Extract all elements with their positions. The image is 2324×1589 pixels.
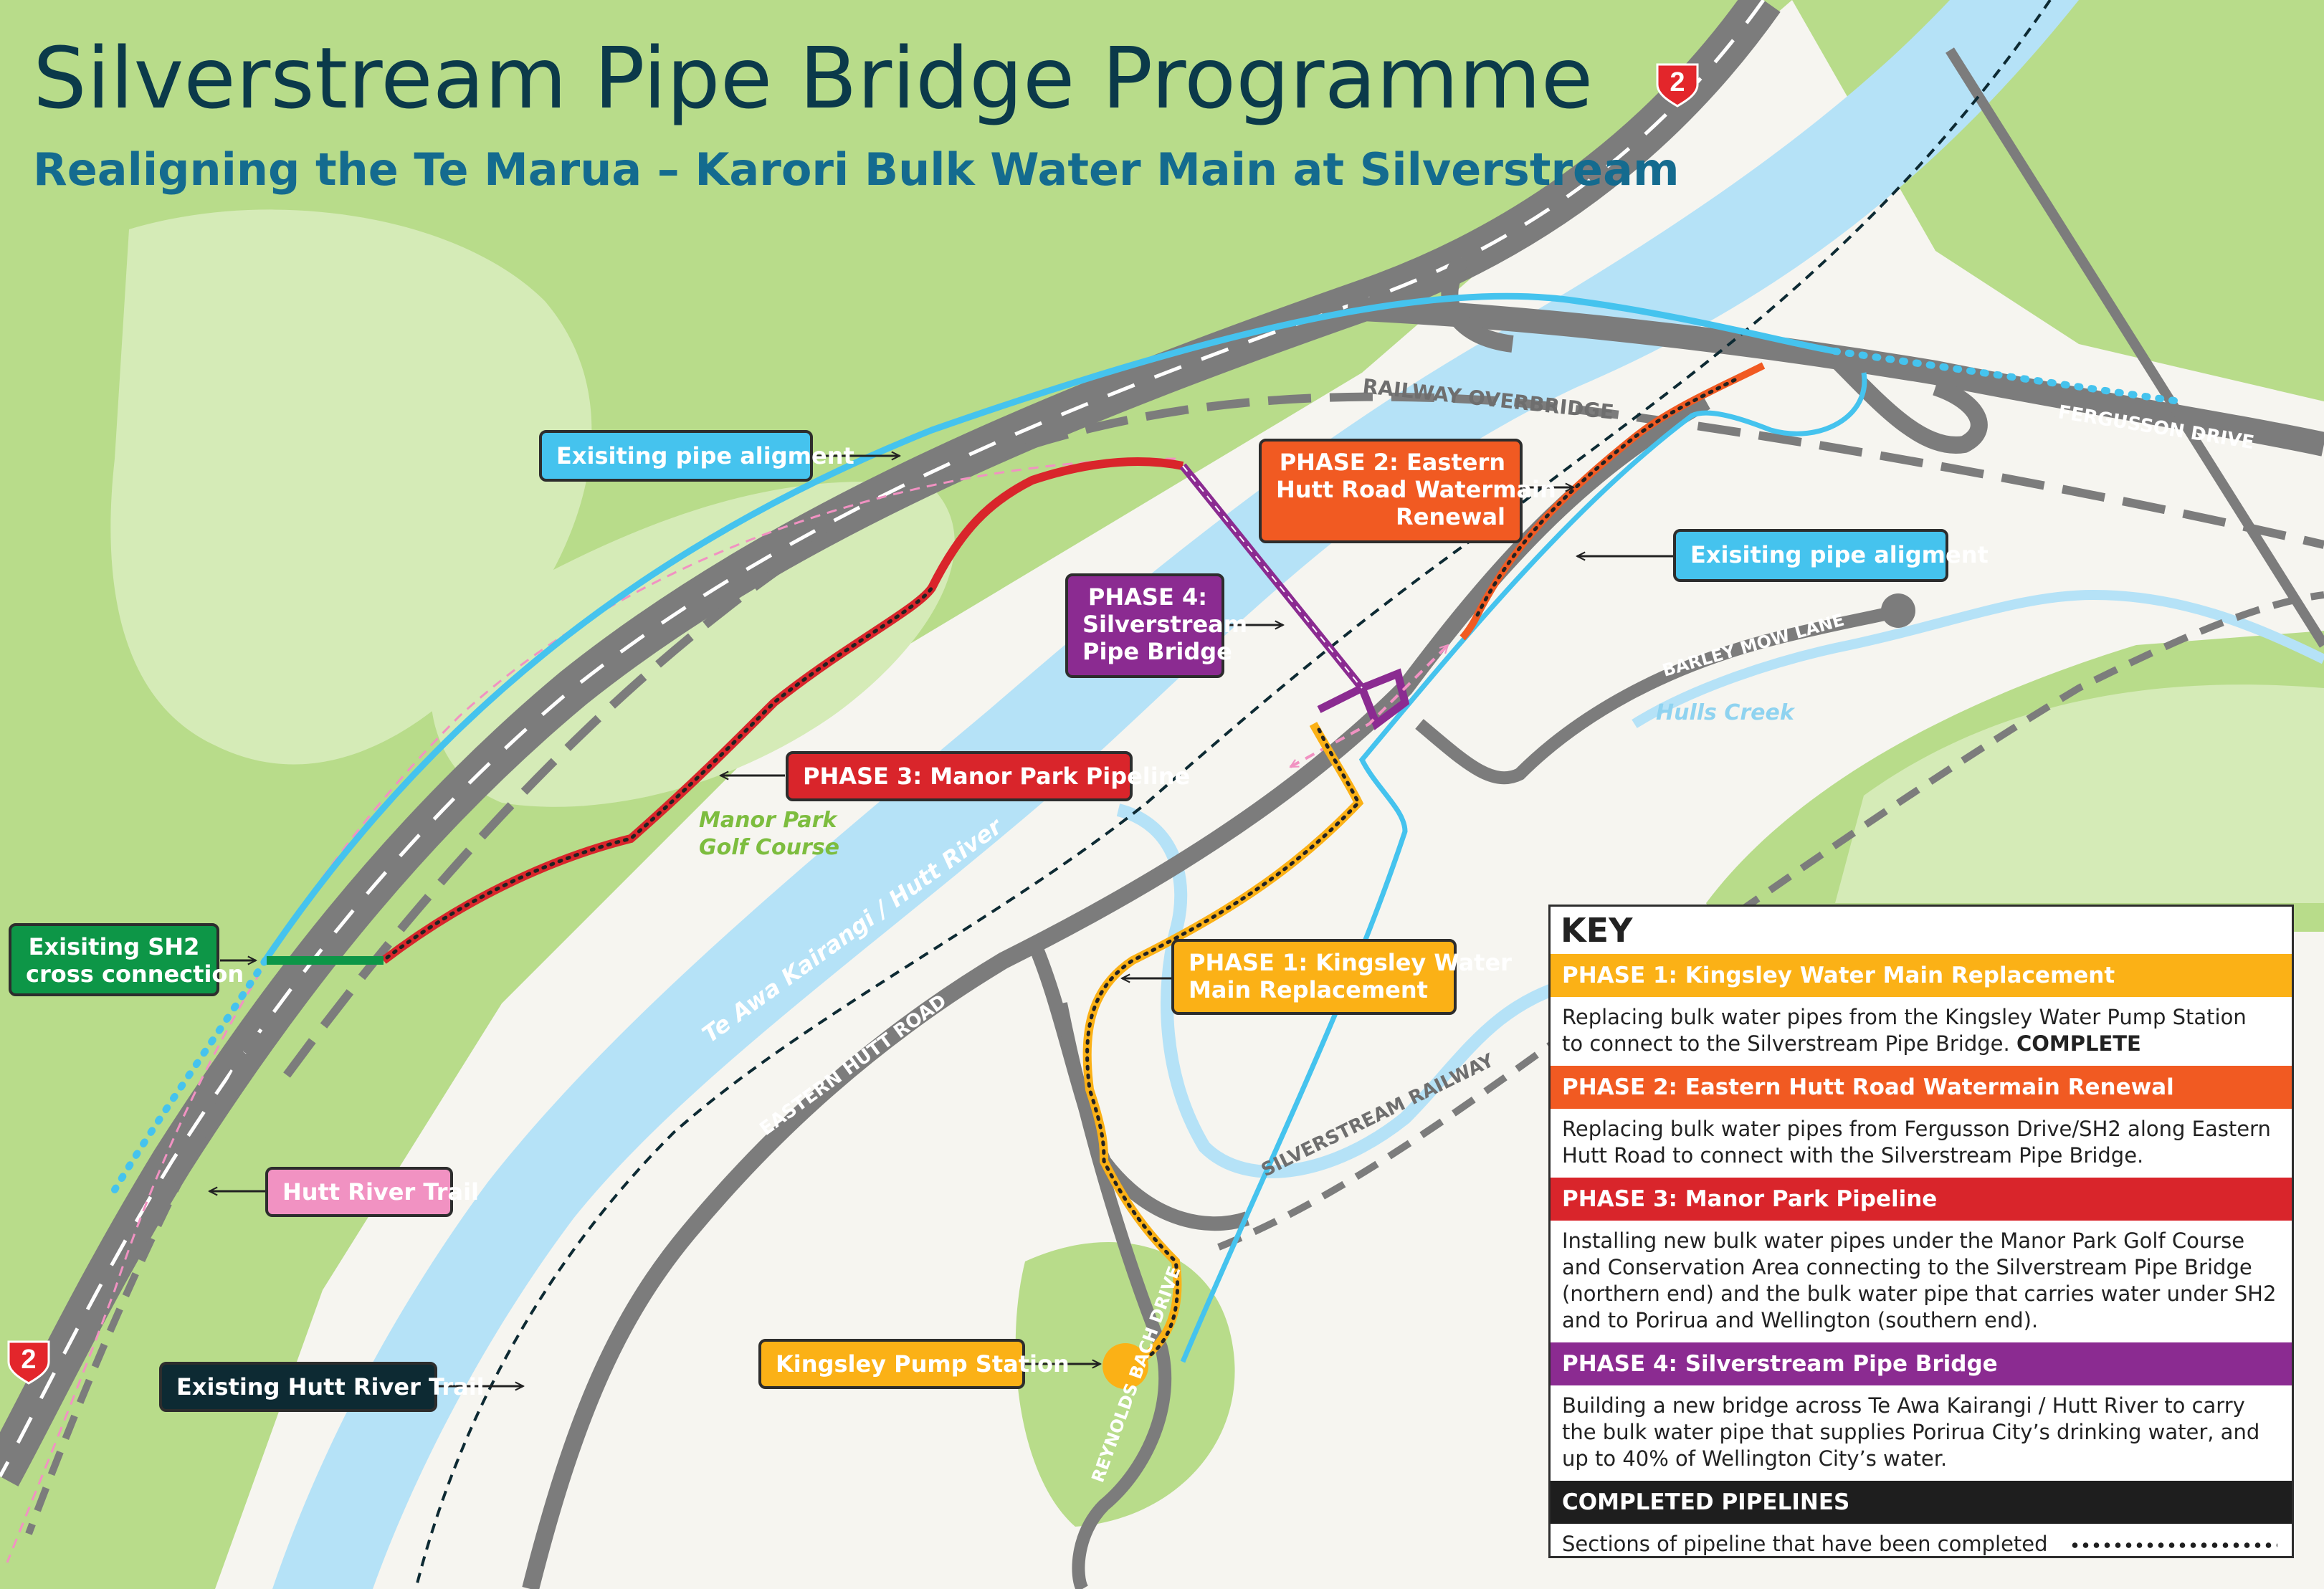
sh2-shield-south-label: 2 bbox=[21, 1345, 36, 1375]
callout-existing-trail-text: Existing Hutt River Trail bbox=[176, 1373, 485, 1400]
barley-mow-lane-end bbox=[1881, 593, 1915, 628]
callout-phase1-line1: PHASE 1: Kingsley Water bbox=[1189, 949, 1512, 976]
key-phase3-desc-line3: (northern end) and the bulk water pipe t… bbox=[1562, 1282, 2277, 1306]
key-phase3-desc-line2: and Conservation Area connecting to the … bbox=[1562, 1255, 2252, 1279]
key-phase3-heading: PHASE 3: Manor Park Pipeline bbox=[1551, 1178, 2292, 1221]
callout-phase3-text: PHASE 3: Manor Park Pipeline bbox=[803, 763, 1191, 790]
existing-pipe-dotted-east bbox=[1832, 348, 2183, 405]
key-phase2-desc-line1: Replacing bulk water pipes from Fergusso… bbox=[1562, 1117, 2271, 1141]
callout-phase2-line3: Renewal bbox=[1396, 503, 1505, 530]
key-phase1-desc: Replacing bulk water pipes from the King… bbox=[1551, 997, 2292, 1066]
callout-hutt-river-trail-text: Hutt River Trail bbox=[282, 1178, 480, 1206]
railway-silverstream bbox=[1217, 591, 2324, 1251]
callout-existing-pipe-left-text: Exisiting pipe aligment bbox=[556, 442, 854, 469]
key-phase4-desc-line1: Building a new bridge across Te Awa Kair… bbox=[1562, 1393, 2245, 1418]
phase3-completed-dots bbox=[385, 586, 934, 960]
key-completed-desc: Sections of pipeline that have been comp… bbox=[1551, 1524, 2292, 1566]
callout-existing-pipe-right: Exisiting pipe aligment bbox=[1673, 529, 1989, 582]
callout-kingsley-pump-station: Kingsley Pump Station bbox=[758, 1339, 1070, 1389]
hulls-creek-label: Hulls Creek bbox=[1656, 700, 1796, 725]
phase1-completed-dots bbox=[1085, 727, 1361, 1364]
existing-pipe-alignment bbox=[262, 292, 1836, 963]
map-key: KEY PHASE 1: Kingsley Water Main Replace… bbox=[1548, 905, 2294, 1558]
key-phase1-desc-line2-text: to connect to the Silverstream Pipe Brid… bbox=[1562, 1031, 2016, 1056]
railway-north bbox=[283, 392, 2324, 1078]
sh2-shield-north: 2 bbox=[1656, 63, 1699, 108]
callout-phase3: PHASE 3: Manor Park Pipeline bbox=[786, 751, 1190, 801]
key-phase4-desc-line2: the bulk water pipe that supplies Poriru… bbox=[1562, 1420, 2260, 1444]
sh2-shield-south: 2 bbox=[7, 1340, 50, 1385]
key-completed-desc-text: Sections of pipeline that have been comp… bbox=[1562, 1532, 2048, 1556]
barley-mow-lane bbox=[1415, 604, 1902, 785]
callout-phase2: PHASE 2: Eastern Hutt Road Watermain Ren… bbox=[1259, 439, 1556, 543]
key-title: KEY bbox=[1561, 911, 1633, 950]
key-phase3-desc-line1: Installing new bulk water pipes under th… bbox=[1562, 1228, 2245, 1253]
callout-sh2-line1: Exisiting SH2 bbox=[28, 933, 200, 960]
reynolds-bach-drive bbox=[1054, 1002, 1172, 1589]
fergusson-drive bbox=[1347, 296, 2324, 457]
callout-hutt-river-trail: Hutt River Trail bbox=[265, 1167, 479, 1217]
key-phase2-desc-line2: Hutt Road to connect with the Silverstre… bbox=[1562, 1143, 2144, 1168]
hutt-river bbox=[272, 0, 2079, 1589]
callout-existing-hutt-river-trail: Existing Hutt River Trail bbox=[159, 1362, 485, 1412]
phase2-completed-dots bbox=[1475, 378, 1737, 619]
key-phase4-desc-line3: up to 40% of Wellington City’s water. bbox=[1562, 1446, 1948, 1471]
callout-phase4-line2: Silverstream bbox=[1082, 611, 1248, 638]
kingsley-pump-station-marker bbox=[1103, 1343, 1148, 1389]
key-phase2-heading: PHASE 2: Eastern Hutt Road Watermain Ren… bbox=[1551, 1066, 2292, 1109]
callout-phase4-line3: Pipe Bridge bbox=[1082, 638, 1232, 665]
key-phase3-desc-line4: and to Porirua and Wellington (southern … bbox=[1562, 1308, 2039, 1332]
light-green-patch-golf bbox=[430, 482, 955, 807]
hulls-creek bbox=[1632, 589, 2324, 728]
light-green-east-hill bbox=[1835, 684, 2324, 903]
railway-southwest bbox=[25, 1030, 262, 1535]
key-phase4-desc: Building a new bridge across Te Awa Kair… bbox=[1551, 1385, 2292, 1481]
callout-phase1: PHASE 1: Kingsley Water Main Replacement bbox=[1171, 939, 1512, 1015]
manor-park-label-2: Golf Course bbox=[699, 835, 839, 860]
key-phase3-desc: Installing new bulk water pipes under th… bbox=[1551, 1221, 2292, 1342]
manor-park-label-1: Manor Park bbox=[699, 808, 838, 833]
sh2-centre-line bbox=[0, 0, 1766, 1478]
callout-phase2-line1: PHASE 2: Eastern bbox=[1279, 449, 1505, 476]
interchange-loop bbox=[1441, 253, 1988, 454]
key-phase4-heading: PHASE 4: Silverstream Pipe Bridge bbox=[1551, 1342, 2292, 1385]
key-phase1-status: COMPLETE bbox=[2016, 1031, 2141, 1056]
existing-hutt-river-trail-path bbox=[414, 0, 2052, 1589]
phase4-trail-arrow bbox=[1290, 645, 1448, 768]
key-phase2-desc: Replacing bulk water pipes from Fergusso… bbox=[1551, 1109, 2292, 1178]
callout-phase1-line2: Main Replacement bbox=[1189, 976, 1428, 1003]
callout-phase2-line2: Hutt Road Watermain bbox=[1276, 476, 1556, 503]
existing-pipe-dotted-west bbox=[111, 957, 269, 1193]
key-phase1-heading: PHASE 1: Kingsley Water Main Replacement bbox=[1551, 954, 2292, 997]
key-completed-heading: COMPLETED PIPELINES bbox=[1551, 1481, 2292, 1524]
key-phase1-desc-line1: Replacing bulk water pipes from the King… bbox=[1562, 1005, 2247, 1029]
sh2-shield-north-label: 2 bbox=[1670, 67, 1685, 97]
callout-sh2-line2: cross connection bbox=[26, 960, 244, 988]
callout-existing-pipe-right-text: Exisiting pipe aligment bbox=[1690, 541, 1989, 568]
key-phase1-desc-line2: to connect to the Silverstream Pipe Brid… bbox=[1562, 1031, 2280, 1057]
north-east-road bbox=[1946, 47, 2324, 648]
page-title: Silverstream Pipe Bridge Programme bbox=[33, 29, 1594, 128]
completed-dots-swatch bbox=[2069, 1542, 2277, 1548]
river-side-channel bbox=[1116, 803, 1579, 1178]
callout-phase4: PHASE 4: Silverstream Pipe Bridge bbox=[1065, 573, 1248, 678]
eastern-hutt-road bbox=[522, 393, 1710, 1589]
callout-kingsley-text: Kingsley Pump Station bbox=[776, 1350, 1070, 1378]
callout-sh2-cross-connection: Exisiting SH2 cross connection bbox=[9, 923, 244, 996]
page-subtitle: Realigning the Te Marua – Karori Bulk Wa… bbox=[33, 143, 1680, 196]
callout-phase4-line1: PHASE 4: bbox=[1087, 583, 1207, 611]
callout-existing-pipe-left: Exisiting pipe aligment bbox=[539, 430, 854, 482]
